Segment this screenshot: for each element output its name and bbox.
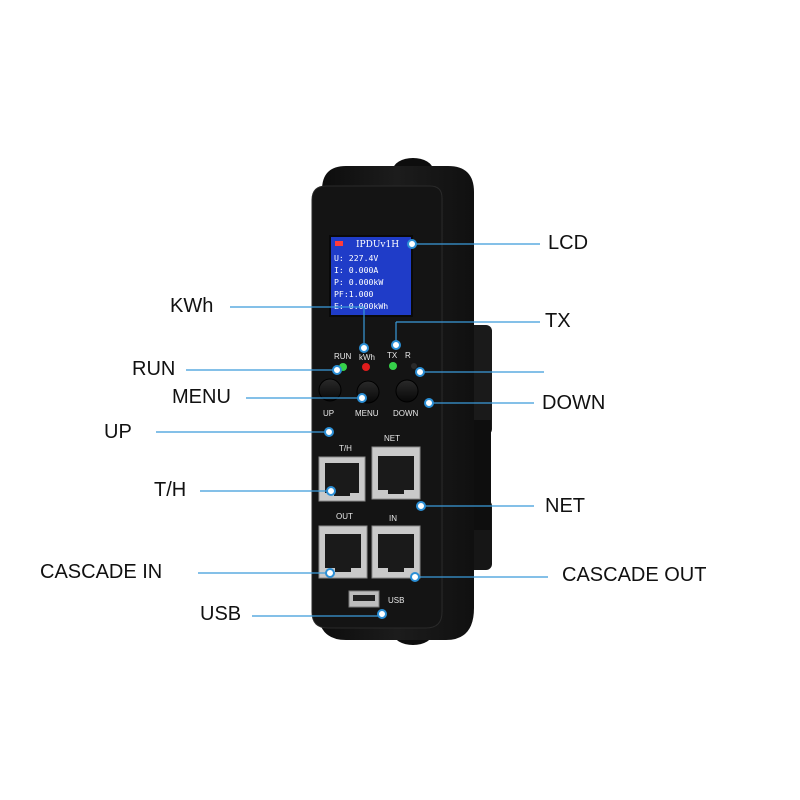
port-label-th: T/H <box>339 444 352 453</box>
dot-menu <box>357 393 367 403</box>
net-port[interactable] <box>371 446 421 500</box>
dot-kwh <box>359 343 369 353</box>
callout-th: T/H <box>154 479 187 501</box>
callout-down: DOWN <box>542 392 606 414</box>
led-kwh <box>362 363 370 371</box>
dot-lcd <box>407 239 417 249</box>
lcd-line-power: P: 0.000kW <box>334 277 384 287</box>
callout-cascade-out: CASCADE OUT <box>562 564 707 586</box>
led-tx <box>389 362 397 370</box>
callout-usb: USB <box>200 603 242 625</box>
led-label-run: RUN <box>334 352 352 361</box>
lcd-line-current: I: 0.000A <box>334 265 379 275</box>
cascade-out-port[interactable] <box>371 525 421 579</box>
dot-r <box>415 367 425 377</box>
port-label-net: NET <box>384 434 400 443</box>
callout-kwh: KWh <box>170 295 214 317</box>
lcd-title: IPDUv1H <box>356 240 400 250</box>
button-label-menu: MENU <box>355 409 379 418</box>
lcd-logo-mark <box>335 241 343 246</box>
callout-cascade-in: CASCADE IN <box>40 561 163 583</box>
callout-menu: MENU <box>172 386 231 408</box>
led-label-tx: TX <box>387 351 398 360</box>
down-button[interactable] <box>395 379 419 403</box>
dot-down <box>424 398 434 408</box>
port-label-in: IN <box>389 514 397 523</box>
callout-run: RUN <box>132 358 176 380</box>
lcd-line-power-factor: PF:1.000 <box>334 289 374 299</box>
led-label-kwh: kWh <box>359 353 375 362</box>
callout-tx: TX <box>545 310 571 332</box>
port-label-out: OUT <box>336 512 353 521</box>
lcd-line-energy: E: 0.000kWh <box>334 301 389 311</box>
dot-cascade-in <box>325 568 335 578</box>
usb-port[interactable] <box>348 590 380 608</box>
th-port[interactable] <box>318 456 366 502</box>
dot-usb <box>377 609 387 619</box>
up-button[interactable] <box>318 378 342 402</box>
led-r <box>411 363 417 369</box>
dot-cascade-out <box>410 572 420 582</box>
lcd-line-voltage: U: 227.4V <box>334 253 379 263</box>
port-label-usb: USB <box>388 596 405 605</box>
dot-net <box>416 501 426 511</box>
callout-up: UP <box>104 421 132 443</box>
button-label-up: UP <box>323 409 335 418</box>
callout-net: NET <box>545 495 585 517</box>
button-label-down: DOWN <box>393 409 419 418</box>
callout-lcd: LCD <box>548 232 589 254</box>
dot-up <box>324 427 334 437</box>
dot-run <box>332 365 342 375</box>
dot-tx <box>391 340 401 350</box>
led-label-r: R <box>405 351 411 360</box>
dot-th <box>326 486 336 496</box>
lcd-screen <box>329 235 413 317</box>
